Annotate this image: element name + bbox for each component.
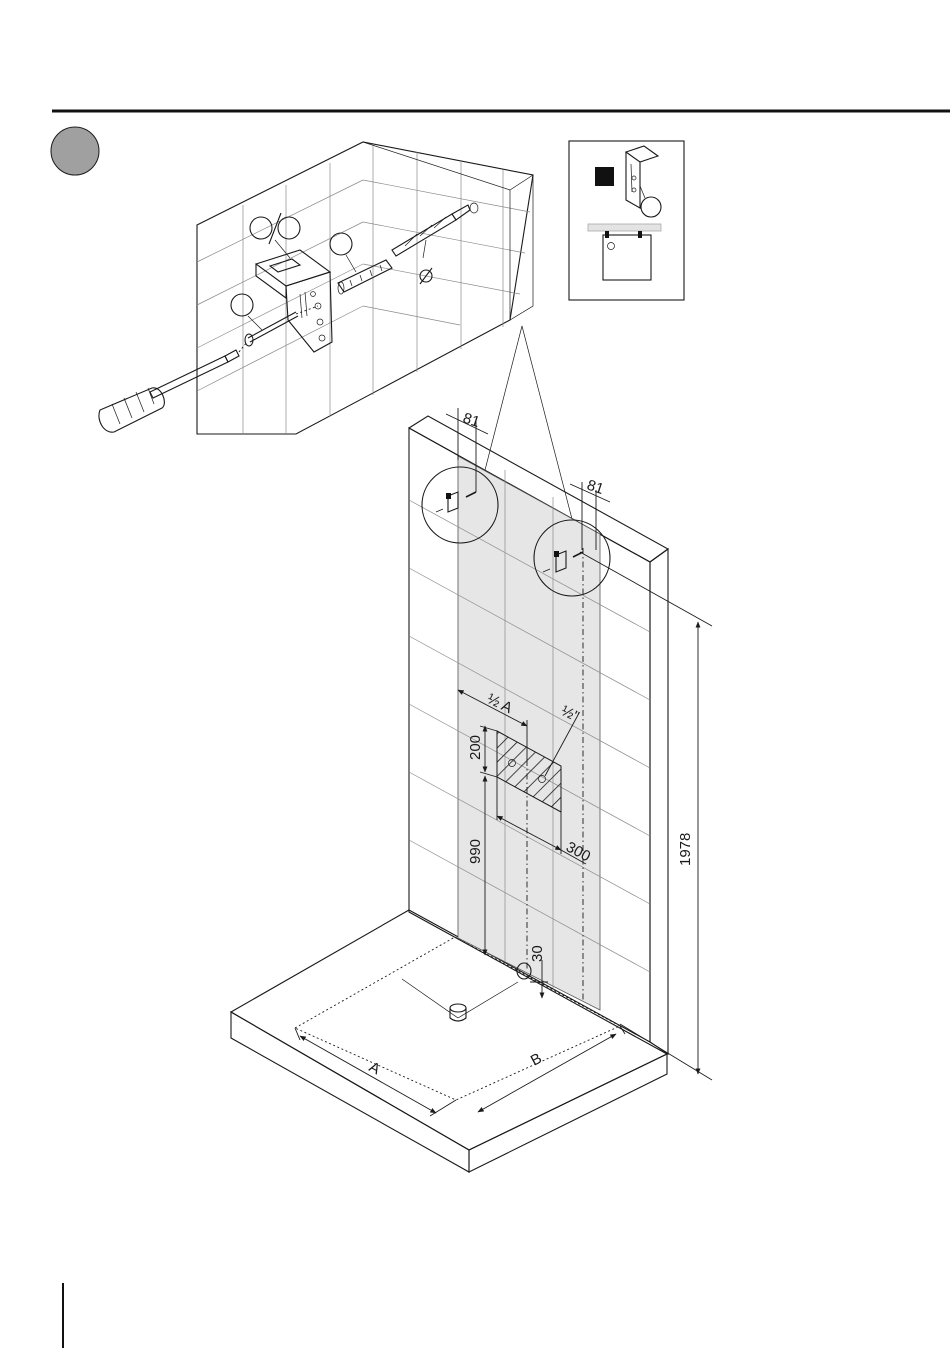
detail-exploded-view: [99, 142, 533, 434]
dim-81-left: 81: [461, 410, 482, 431]
wall-side: [650, 549, 668, 1054]
screwdriver-icon: [99, 342, 247, 432]
dim-30: 30: [529, 945, 546, 962]
diameter-icon: [420, 268, 432, 284]
floor-slab-top: [231, 910, 667, 1150]
floor-slab-front: [231, 1012, 469, 1172]
inset-mounting-kit: [569, 141, 684, 300]
dim-990: 990: [467, 839, 484, 864]
dim-200: 200: [467, 735, 484, 760]
wall-bracket: [256, 250, 332, 352]
detail-tile-panel: [197, 142, 533, 434]
unit-area: [458, 456, 600, 1010]
floor-drain: [402, 979, 518, 1021]
wall-plug: [338, 260, 392, 294]
main-wall: [231, 416, 668, 1172]
drill-bit: [392, 203, 478, 256]
floor-slab-side: [469, 1054, 667, 1172]
dim-81-right: 81: [585, 477, 606, 498]
dim-1978: 1978: [677, 833, 694, 866]
zoom-line-left: [484, 326, 522, 474]
black-square-marker: [595, 167, 614, 186]
step-marker: [51, 127, 99, 175]
screw: [245, 306, 318, 346]
zoom-line-right: [522, 326, 572, 519]
